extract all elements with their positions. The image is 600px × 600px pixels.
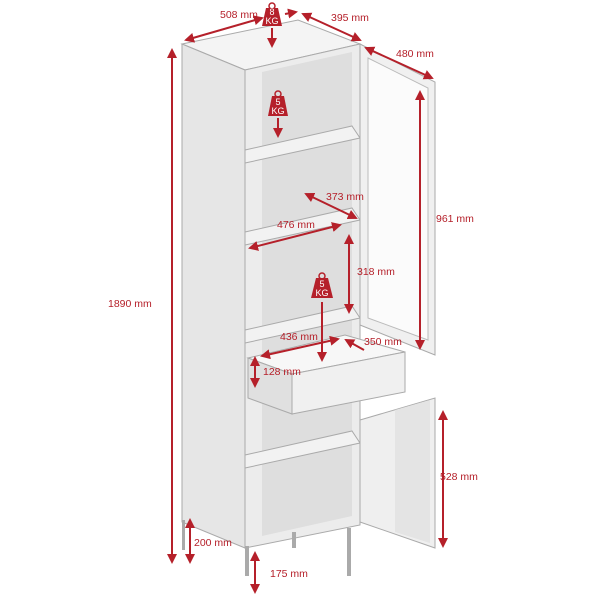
weight-icon-shelf: 5 KG xyxy=(268,90,288,116)
weight-shelf-value: 5 xyxy=(275,97,280,107)
weight-icon-top: 8 KG xyxy=(262,2,282,26)
label-drawer-width: 436 mm xyxy=(280,331,318,343)
cabinet-left-side xyxy=(181,43,246,549)
weight-drawer-unit: KG xyxy=(315,288,328,298)
label-drawer-depth: 350 mm xyxy=(364,336,402,348)
leg xyxy=(347,528,351,576)
lower-door-inner xyxy=(395,400,430,543)
interior-back xyxy=(262,52,352,536)
label-top-width: 508 mm xyxy=(220,9,258,21)
label-door-top-width: 480 mm xyxy=(396,48,434,60)
dimension-lines xyxy=(167,8,448,594)
label-total-height: 1890 mm xyxy=(108,298,152,310)
label-leg-height: 175 mm xyxy=(270,568,308,580)
leg xyxy=(182,520,185,550)
weight-icon-drawer: 5 KG xyxy=(311,272,333,298)
label-drawer-height: 128 mm xyxy=(263,366,301,378)
leg xyxy=(292,532,296,548)
label-base-height: 200 mm xyxy=(194,537,232,549)
weight-shelf-unit: KG xyxy=(271,106,284,116)
weight-top-unit: KG xyxy=(265,16,278,26)
weight-top-value: 8 xyxy=(269,7,274,17)
dimension-labels: 508 mm 395 mm 480 mm 1890 mm 961 mm 373 … xyxy=(108,9,478,580)
leg xyxy=(245,546,249,576)
label-shelf-spacing: 318 mm xyxy=(357,266,395,278)
label-lower-door-height: 528 mm xyxy=(440,471,478,483)
label-top-depth: 395 mm xyxy=(331,12,369,24)
weight-drawer-value: 5 xyxy=(319,279,324,289)
cabinet xyxy=(180,19,436,576)
label-shelf-width: 476 mm xyxy=(277,219,315,231)
label-glass-door-height: 961 mm xyxy=(436,213,474,225)
label-shelf-depth: 373 mm xyxy=(326,191,364,203)
